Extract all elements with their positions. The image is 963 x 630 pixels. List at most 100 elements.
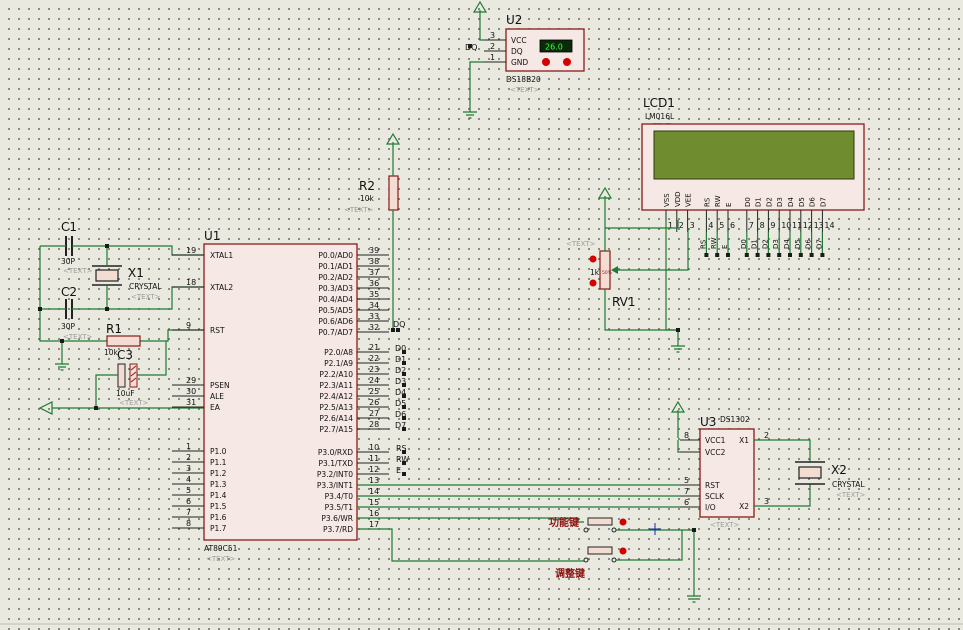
c2-ref: C2	[61, 285, 77, 299]
lcd-pin-label: VDD	[674, 191, 682, 207]
net-junction	[766, 253, 771, 257]
u1-pin-num: 24	[369, 376, 379, 385]
u1-pin-label: P1.0	[210, 447, 227, 456]
u3-pin-label: SCLK	[705, 492, 725, 501]
u1-pin-label: P0.1/AD1	[318, 262, 353, 271]
lcd-pin-num: 9	[770, 221, 775, 230]
lcd-pin-num: 2	[679, 221, 684, 230]
u1-pin-label: PSEN	[210, 381, 230, 390]
net-junction	[402, 394, 406, 398]
u1-pin-label: P1.3	[210, 480, 227, 489]
lcd-pin-num: 3	[690, 221, 695, 230]
net-junction	[744, 253, 749, 257]
u1-pin-label: RST	[210, 326, 225, 335]
u3-pin-label: X1	[739, 436, 749, 445]
lcd-model: LM016L	[645, 112, 675, 121]
net-junction	[402, 427, 406, 431]
u1-pin-label: P3.5/T1	[325, 503, 354, 512]
u1-net-ctrl: RS	[396, 444, 407, 453]
u1-pin-label: P0.4/AD4	[318, 295, 353, 304]
u1-pin-label: P2.7/A15	[319, 425, 353, 434]
u1-ref: U1	[204, 229, 220, 243]
lcd-pin-label: D3	[776, 197, 784, 207]
c3-capacitor[interactable]: C3 10uF <TEXT>	[116, 348, 149, 407]
function-key-toggle-icon[interactable]	[619, 518, 627, 526]
c1-capacitor[interactable]: C1 30P <TEXT>	[61, 220, 93, 275]
u1-net-ctrl: RW	[396, 455, 409, 464]
u1-net-d2: D2	[395, 366, 406, 375]
lcd-pin-label: VSS	[663, 193, 671, 207]
lcd1[interactable]: LCD1 LM016L <TEXT> VSS1VDD2VEE3RS4RSRW5R…	[641, 96, 865, 257]
net-junction	[798, 253, 803, 257]
u1-pin-num: 32	[369, 323, 379, 332]
u1-pin-label: P0.3/AD3	[318, 284, 353, 293]
net-junction	[402, 372, 406, 376]
u1-pin-num: 15	[369, 498, 379, 507]
lcd-pin-label: D4	[787, 197, 795, 207]
u1-text: <TEXT>	[206, 555, 236, 563]
u1-body[interactable]	[203, 243, 358, 541]
lcd-net-label: D7	[815, 239, 823, 249]
u1-at89c51[interactable]: U1 AT89C51 <TEXT> 19XTAL118XTAL29RST29PS…	[172, 229, 409, 563]
function-key-button[interactable]: 功能键	[549, 516, 627, 533]
u1-pin-label: P2.2/A10	[319, 370, 353, 379]
u1-pin-label: ALE	[210, 392, 224, 401]
r2-resistor[interactable]: R2 10k <TEXT>	[344, 175, 399, 214]
u1-pin-label: P2.0/A8	[324, 348, 353, 357]
x1-crystal[interactable]: X1 CRYSTAL <TEXT>	[92, 265, 162, 301]
lcd-pin-label: D2	[765, 197, 773, 207]
ground-icon	[671, 345, 685, 353]
lcd-net-label: RS	[699, 239, 707, 249]
ground-icon	[687, 595, 701, 603]
x1-value: CRYSTAL	[129, 282, 162, 291]
u3-vcc-wire	[677, 440, 680, 453]
u1-pin-label: P2.6/A14	[319, 414, 353, 423]
u1-pin-label: P3.4/T0	[325, 492, 354, 501]
u1-pin-num: 33	[369, 312, 379, 321]
lcd-net-label: D3	[772, 239, 780, 249]
u1-pin-label: P3.7/RD	[323, 525, 353, 534]
u1-pin-num: 35	[369, 290, 379, 299]
net-junction	[402, 450, 406, 454]
power-terminal-icon	[472, 0, 488, 13]
x2-text: <TEXT>	[836, 491, 866, 499]
rv1-potentiometer[interactable]: <TEXT> 50% 1k RV1	[566, 240, 636, 309]
c2-capacitor[interactable]: C2 30P <TEXT>	[61, 285, 93, 341]
u1-pin-num: 25	[369, 387, 379, 396]
u1-pin-num: 17	[369, 520, 379, 529]
u3-pin-label: I/O	[705, 503, 716, 512]
x2-crystal[interactable]: X2 CRYSTAL <TEXT>	[795, 461, 866, 499]
u1-pin-label: P2.3/A11	[319, 381, 353, 390]
u1-pin-label: P1.5	[210, 502, 227, 511]
u2-display-value: 26.0	[545, 43, 563, 52]
lcd-pin-num: 5	[719, 221, 724, 230]
rv1-body[interactable]	[599, 250, 611, 290]
u1-pin-num: 7	[186, 508, 191, 517]
u3-pin-num: 2	[764, 431, 769, 440]
u3-ds1302[interactable]: U3 DS1302 <TEXT> 8VCC1VCC25RST7SCLK6I/O2…	[677, 415, 774, 529]
u3-pin-num: 8	[684, 431, 689, 440]
u1-pin-num: 27	[369, 409, 379, 418]
rv1-decrease-icon[interactable]	[589, 255, 597, 263]
r1-resistor[interactable]: R1 10k	[104, 322, 141, 357]
u1-pin-label: P0.0/AD0	[318, 251, 353, 260]
u2-up-button-icon[interactable]	[563, 58, 571, 66]
adjust-key-button[interactable]: 调整键	[555, 546, 627, 580]
r1-value: 10k	[104, 348, 119, 357]
u1-pin-label: XTAL2	[210, 283, 233, 292]
adjust-key-toggle-icon[interactable]	[619, 547, 627, 555]
lcd-net-label: D0	[740, 239, 748, 249]
u1-pin-label: P0.7/AD7	[318, 328, 353, 337]
u1-pin-num: 39	[369, 246, 379, 255]
u2-down-button-icon[interactable]	[542, 58, 550, 66]
u3-body[interactable]	[699, 428, 755, 518]
u3-pin-label: VCC2	[705, 448, 726, 457]
net-junction	[777, 253, 782, 257]
rv1-increase-icon[interactable]	[589, 279, 597, 287]
u1-pin-label: P0.5/AD5	[318, 306, 353, 315]
u1-pin-num: 3	[186, 464, 191, 473]
u2-ds18b20[interactable]: U2 VCC DQ GND 26.0 3 2 1 DS18B20 <TEXT> …	[465, 13, 585, 94]
cursor-crosshair-icon	[649, 523, 661, 535]
u1-pin-num: 5	[186, 486, 191, 495]
